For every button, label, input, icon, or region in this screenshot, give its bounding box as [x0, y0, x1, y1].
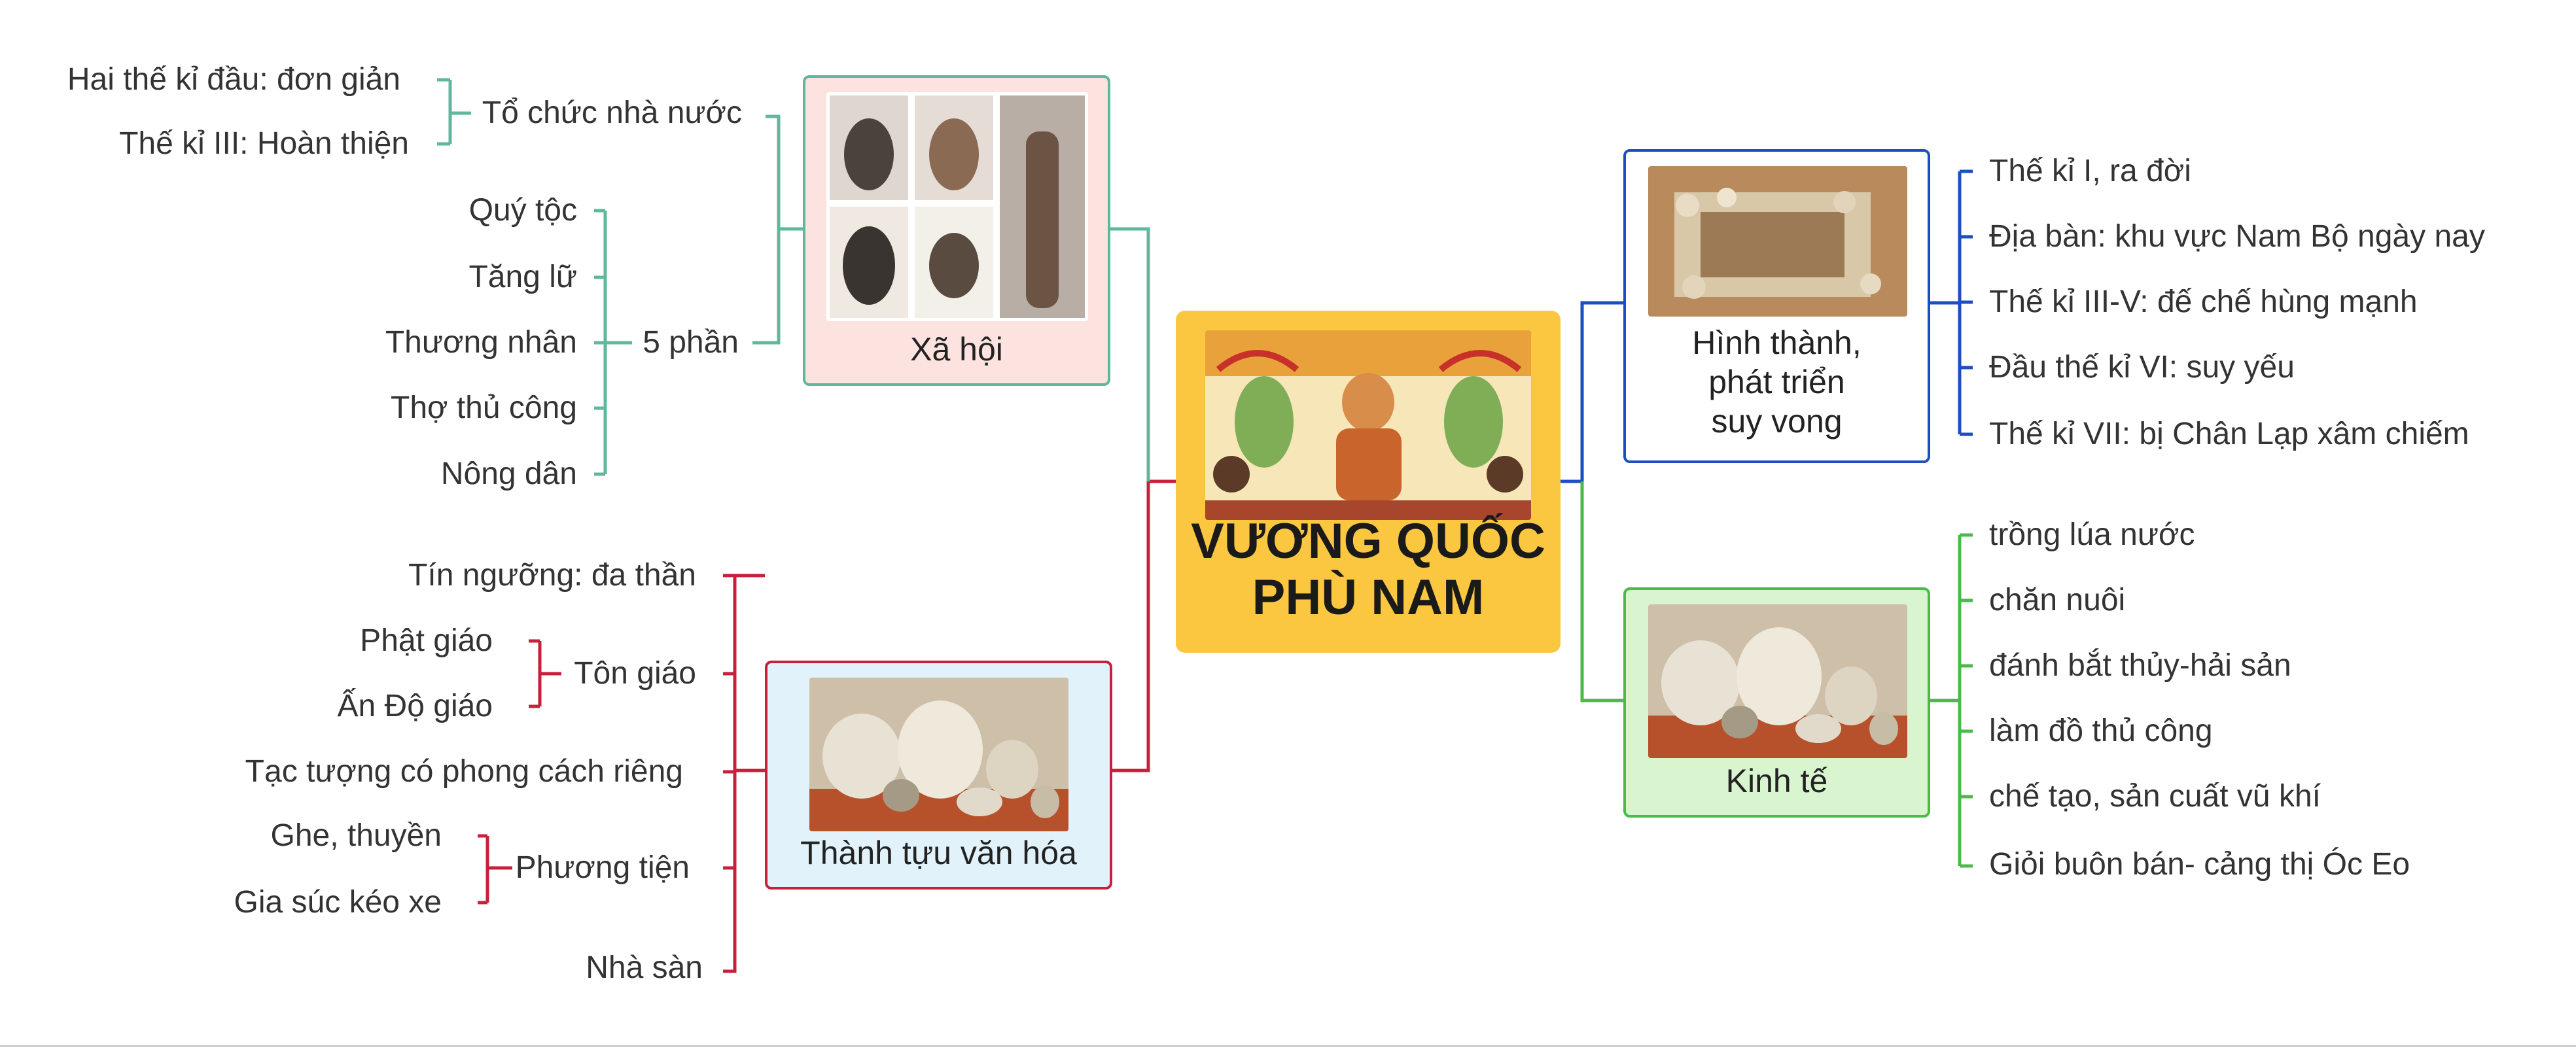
- item-gia-suc-keo-xe[interactable]: Gia súc kéo xe: [234, 885, 442, 920]
- branch-phuong-tien[interactable]: Phương tiện: [515, 850, 690, 885]
- item-nong-dan[interactable]: Nông dân: [440, 457, 577, 491]
- item-lam-do-thu-cong[interactable]: làm đồ thủ công: [1989, 714, 2213, 748]
- node-hinh-thanh-label-3: suy vong: [1711, 403, 1843, 440]
- item-ghe-thuyen[interactable]: Ghe, thuyền: [270, 818, 442, 853]
- node-kinh-te[interactable]: Kinh tế: [1623, 587, 1930, 818]
- branch-5-phan[interactable]: 5 phần: [643, 325, 739, 360]
- node-hinh-thanh-label-1: Hình thành,: [1692, 324, 1861, 361]
- item-tho-thu-cong[interactable]: Thợ thủ công: [391, 390, 577, 425]
- node-hinh-thanh[interactable]: Hình thành, phát triển suy vong: [1623, 149, 1930, 463]
- pottery-photo-icon: [1648, 604, 1907, 758]
- bottom-rule: [0, 1045, 2576, 1047]
- item-the-ki-iii-hoan-thien[interactable]: Thế kỉ III: Hoàn thiện: [119, 126, 409, 161]
- item-phat-giao[interactable]: Phật giáo: [360, 623, 493, 658]
- node-thanh-tuu-van-hoa[interactable]: Thành tựu văn hóa: [765, 661, 1112, 890]
- item-dia-ban[interactable]: Địa bàn: khu vực Nam Bộ ngày nay: [1989, 219, 2485, 254]
- item-trong-lua-nuoc[interactable]: trồng lúa nước: [1989, 517, 2195, 552]
- node-xa-hoi[interactable]: Xã hội: [803, 75, 1110, 386]
- item-the-ki-vii[interactable]: Thế kỉ VII: bị Chân Lạp xâm chiếm: [1989, 417, 2469, 451]
- node-thanh-tuu-van-hoa-label: Thành tựu văn hóa: [800, 835, 1077, 871]
- khmer-statues-photo-icon: [826, 92, 1088, 321]
- item-dau-the-ki-vi[interactable]: Đầu thế kỉ VI: suy yếu: [1989, 350, 2295, 385]
- central-topic[interactable]: VƯƠNG QUỐC PHÙ NAM: [1176, 311, 1561, 653]
- branch-ton-giao[interactable]: Tôn giáo: [574, 656, 696, 691]
- item-nha-san[interactable]: Nhà sàn: [586, 950, 703, 985]
- item-hai-the-ki-dau[interactable]: Hai thế kỉ đầu: đơn giản: [67, 62, 400, 97]
- item-the-ki-iii-v[interactable]: Thế kỉ III-V: đế chế hùng mạnh: [1989, 285, 2418, 319]
- node-hinh-thanh-label-2: phát triển: [1708, 364, 1845, 400]
- item-the-ki-i[interactable]: Thế kỉ I, ra đời: [1989, 154, 2191, 188]
- item-chan-nuoi[interactable]: chăn nuôi: [1989, 583, 2126, 617]
- node-xa-hoi-label: Xã hội: [910, 331, 1003, 368]
- branch-to-chuc-nha-nuoc[interactable]: Tổ chức nhà nước: [482, 95, 742, 130]
- item-gioi-buon-ban[interactable]: Giỏi buôn bán- cảng thị Óc Eo: [1989, 847, 2410, 882]
- item-an-do-giao[interactable]: Ấn Độ giáo: [337, 689, 493, 723]
- node-kinh-te-label: Kinh tế: [1725, 763, 1828, 799]
- item-tin-nguong[interactable]: Tín ngưỡng: đa thần: [408, 558, 696, 593]
- item-tang-lu[interactable]: Tăng lữ: [468, 260, 577, 294]
- item-che-tao-vu-khi[interactable]: chế tạo, sản cuất vũ khí: [1989, 779, 2321, 814]
- item-quy-toc[interactable]: Quý tộc: [468, 193, 577, 228]
- royal-court-painting-icon: [1205, 330, 1531, 520]
- item-thuong-nhan[interactable]: Thương nhân: [385, 325, 577, 360]
- pottery-photo-icon: [809, 678, 1068, 831]
- item-danh-bat[interactable]: đánh bắt thủy-hải sản: [1989, 648, 2291, 683]
- item-tac-tuong[interactable]: Tạc tượng có phong cách riêng: [245, 754, 683, 789]
- stone-ruins-photo-icon: [1648, 166, 1907, 317]
- central-topic-title: VƯƠNG QUỐC PHÙ NAM: [1191, 513, 1545, 625]
